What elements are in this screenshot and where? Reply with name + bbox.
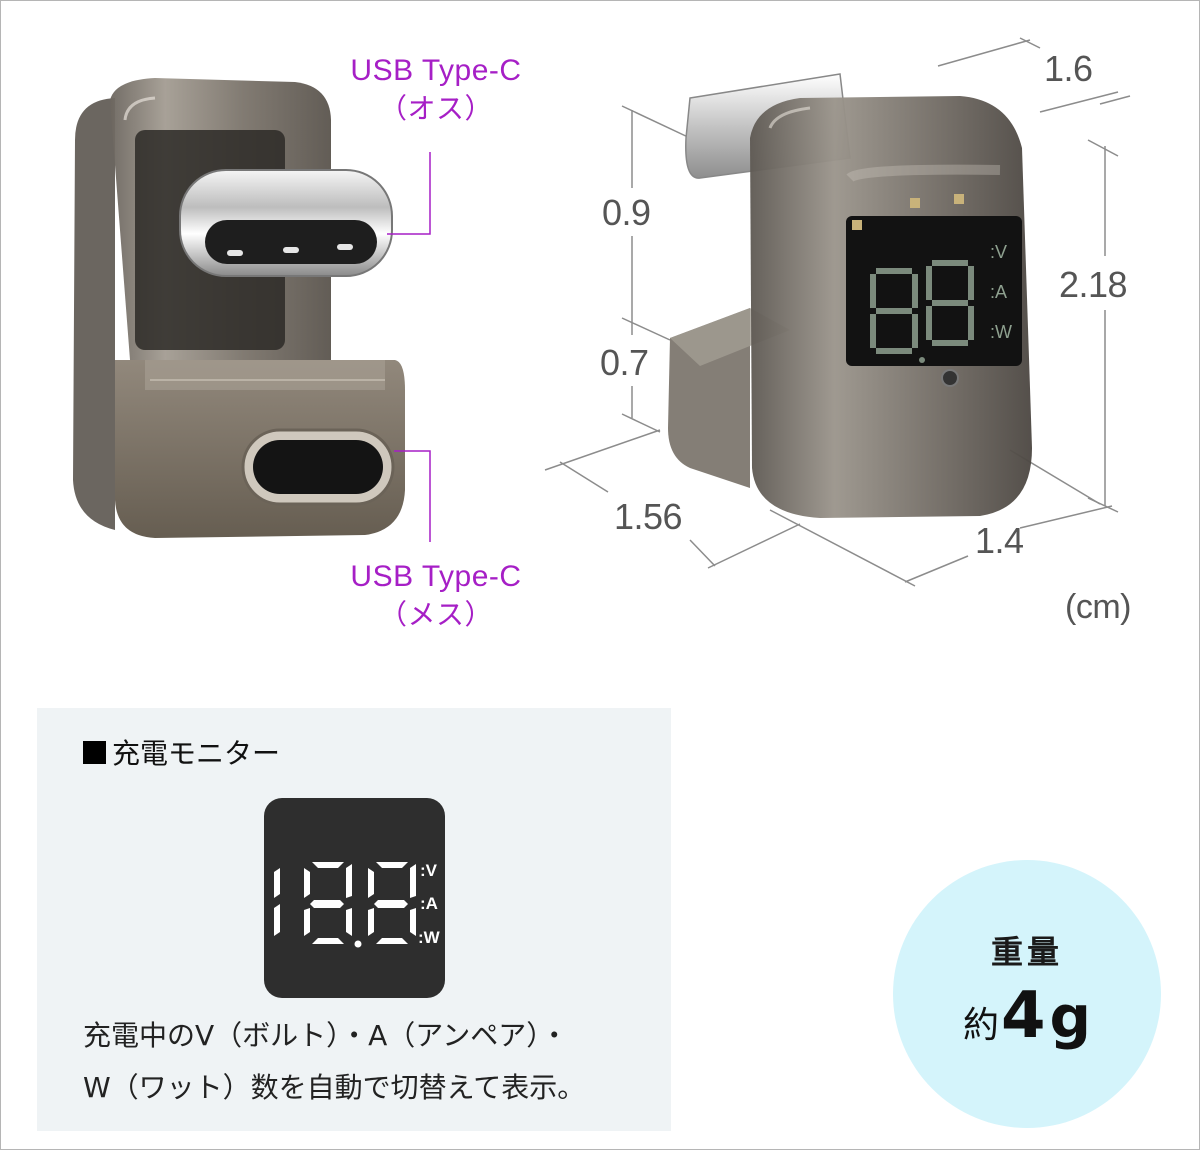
dim-upper-height: 0.9 [602,192,651,233]
svg-text::A: :A [420,894,438,913]
weight-approx: 約 [962,1005,999,1046]
callout-male-line2: （オス） [378,93,493,124]
description-line-1: 充電中のV（ボルト）・A（アンペア）・ [83,1019,569,1052]
dim-width: 1.4 [975,520,1024,561]
usb-adapter-front-illustration [73,78,405,538]
callout-female-line1: USB Type-C [350,560,522,593]
product-photo-front [55,60,415,560]
dim-lower-height: 0.7 [600,342,649,383]
svg-text::V: :V [420,861,438,880]
weight-badge: 重量 約 4 g [893,860,1161,1128]
lcd-display-illustration: :V :A :W [264,798,445,998]
weight-number: 4 [1000,979,1046,1053]
charge-monitor-title: 充電モニター [83,732,280,772]
dim-total-height: 2.18 [1059,264,1128,305]
product-photo-back: :V :A :W [660,68,1100,528]
charge-monitor-description: 充電中のV（ボルト）・A（アンペア）・ W（ワット）数を自動で切替えて表示。 [83,1010,663,1114]
callout-male-line1: USB Type-C [350,54,522,87]
square-bullet-icon [83,740,106,764]
charge-monitor-panel: 充電モニター [37,708,671,1131]
weight-value: 約 4 g [963,979,1091,1053]
svg-text::V: :V [990,242,1007,262]
svg-text::A: :A [990,282,1007,302]
callout-female-line2: （メス） [378,599,493,630]
description-line-2: W（ワット）数を自動で切替えて表示。 [83,1071,586,1104]
usb-adapter-back-illustration: :V :A :W [668,73,1032,518]
callout-leaders [387,152,431,542]
dim-unit: (cm) [1065,588,1131,626]
callout-female-connector: USB Type-C （メス） [320,558,552,634]
charge-monitor-title-text: 充電モニター [112,737,281,770]
dimension-lines [544,37,1131,587]
dim-depth-top: 1.6 [1044,48,1093,89]
seven-segment-display: :V :A :W [274,861,441,948]
dim-base-depth: 1.56 [614,496,683,537]
svg-text::W: :W [418,928,441,947]
weight-label: 重量 [990,933,1063,971]
callout-male-connector: USB Type-C （オス） [320,52,552,128]
weight-unit: g [1049,983,1092,1051]
svg-text::W: :W [990,322,1012,342]
